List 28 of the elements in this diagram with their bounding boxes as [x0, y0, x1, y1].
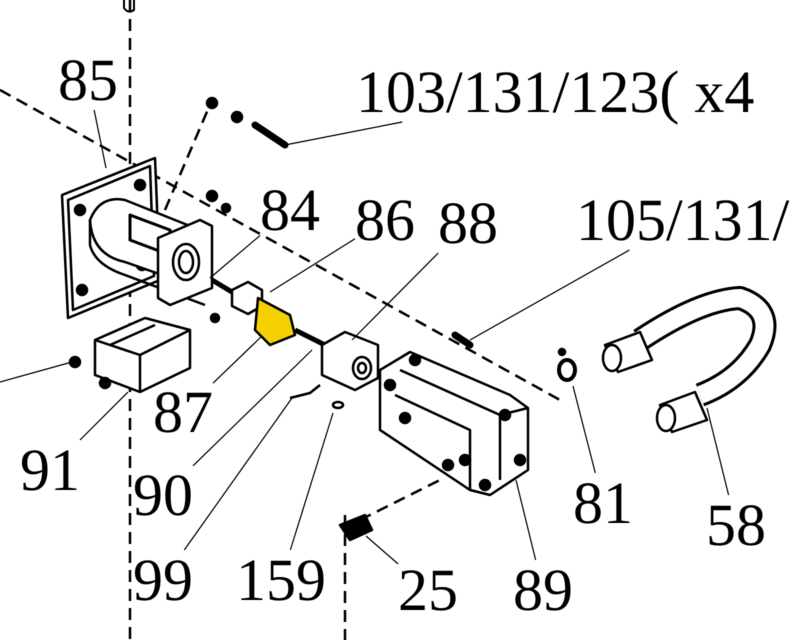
callout-number: 99 — [133, 550, 193, 610]
callout-number: 86 — [355, 190, 415, 250]
callout-number: 58 — [706, 495, 766, 555]
leader-line — [270, 238, 356, 292]
leader-line — [192, 350, 312, 466]
leader-line — [572, 386, 596, 474]
leader-line — [352, 252, 439, 340]
leader-line — [290, 412, 334, 550]
callout-number: 90 — [133, 465, 193, 525]
callout-number: 89 — [513, 560, 573, 620]
callout-number: 81 — [573, 473, 633, 533]
callout-number: 85 — [58, 50, 118, 110]
leader-line — [366, 536, 398, 564]
callout-number: 91 — [20, 440, 80, 500]
callout-number: 88 — [438, 193, 498, 253]
leader-line — [184, 398, 292, 550]
callout-number: 105/131/ — [576, 190, 790, 250]
leader-line — [212, 336, 262, 384]
leader-line — [470, 249, 630, 341]
callout-number: 25 — [398, 560, 458, 620]
leader-line — [210, 235, 260, 278]
leader-line — [80, 392, 128, 440]
leader-line — [515, 480, 536, 560]
leader-line — [706, 408, 730, 496]
callout-number: 84 — [260, 180, 320, 240]
callout-number: 87 — [153, 382, 213, 442]
callout-number: 159 — [236, 550, 326, 610]
leader-line — [94, 110, 107, 168]
